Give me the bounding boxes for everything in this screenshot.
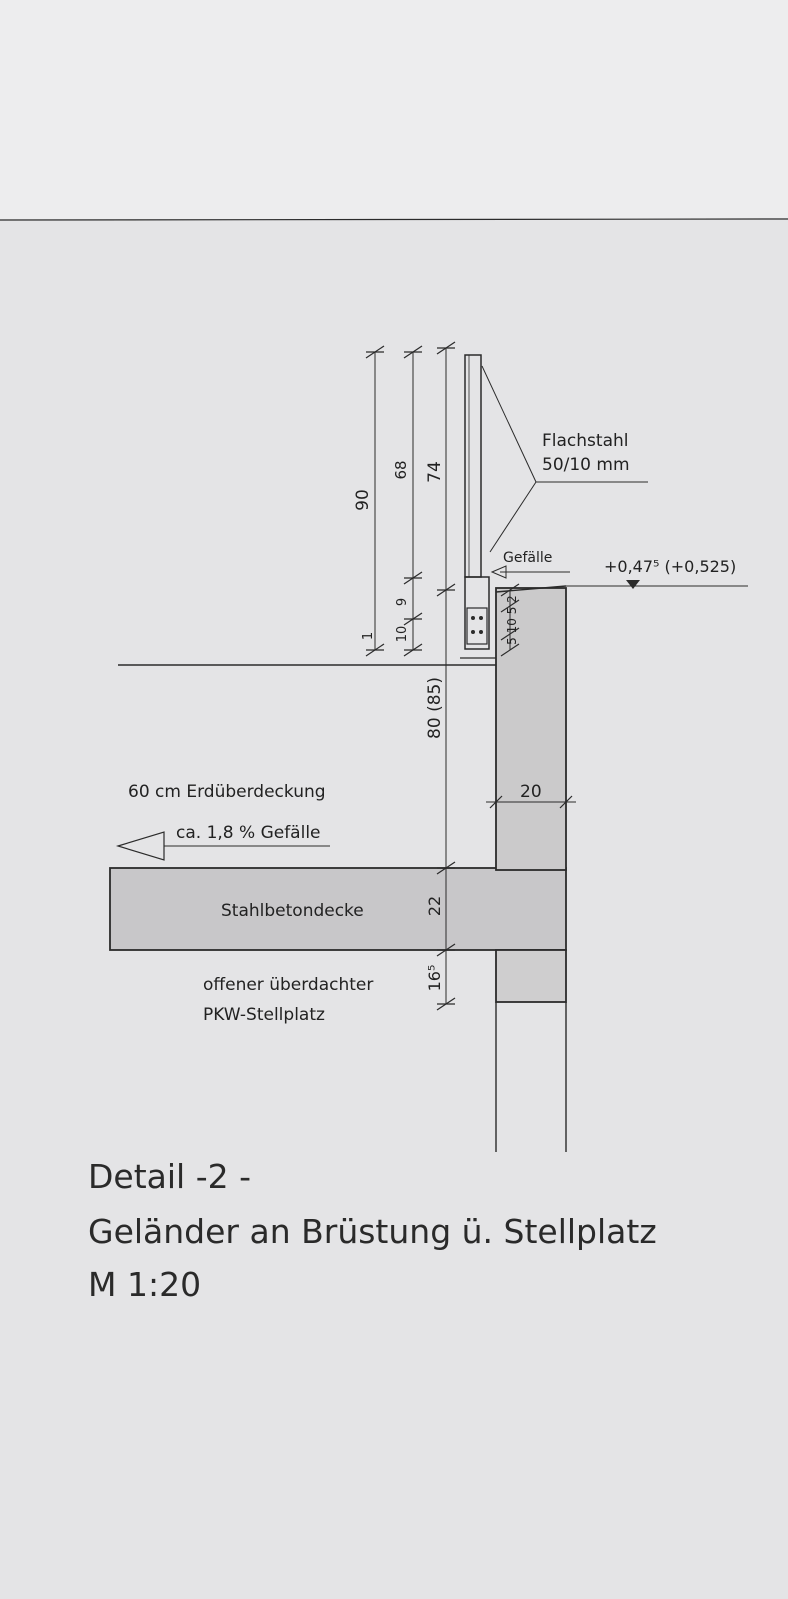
dim-text-68: 68 <box>392 460 410 479</box>
slab-concrete <box>109 867 567 951</box>
dim-text-74: 74 <box>425 461 445 483</box>
bolt-upper-left <box>471 616 475 620</box>
title-line-1: Detail -2 - <box>88 1157 251 1196</box>
dim-text-9: 9 <box>395 598 410 606</box>
base-plate <box>464 576 490 650</box>
bolt-lower-right <box>479 630 483 634</box>
dim-text-80: 80 (85) <box>425 677 445 739</box>
label-erdueberdeckung: 60 cm Erdüberdeckung <box>128 782 326 802</box>
dim-text-1: 1 <box>361 632 376 640</box>
title-line-3: M 1:20 <box>88 1265 201 1304</box>
label-gefaelle-top: Gefälle <box>503 550 552 566</box>
sheet-fold-line <box>0 218 788 221</box>
dimension-ticks <box>365 341 573 1011</box>
label-slab: Stahlbetondecke <box>221 901 364 921</box>
dim-text-22: 22 <box>425 896 444 916</box>
dim-text-20: 20 <box>520 782 542 802</box>
leader-flachstahl-upper <box>481 365 537 483</box>
bolt-upper-right <box>479 616 483 620</box>
label-slope: ca. 1,8 % Gefälle <box>176 823 321 843</box>
title-line-2: Geländer an Brüstung ü. Stellplatz <box>88 1212 657 1251</box>
label-flachstahl-size: 50/10 mm <box>542 455 630 475</box>
wall-below-slab <box>495 949 567 1003</box>
dim-text-90: 90 <box>353 489 373 511</box>
dim-text-stack: 5 10 5 2 <box>505 595 519 645</box>
elevation-marker <box>626 580 640 589</box>
leader-flachstahl-lower <box>489 481 537 553</box>
gefaelle-arrow-head <box>490 565 507 579</box>
anchor-plate <box>466 607 488 645</box>
label-elevation: +0,47⁵ (+0,525) <box>604 557 736 576</box>
label-flachstahl: Flachstahl <box>542 431 628 451</box>
bolt-lower-left <box>471 630 475 634</box>
dim-text-10: 10 <box>395 626 410 643</box>
label-below-2: PKW-Stellplatz <box>203 1005 325 1025</box>
dim-text-16: 16⁵ <box>425 965 444 992</box>
label-below-1: offener überdachter <box>203 975 373 995</box>
paper-top-band <box>0 0 788 220</box>
